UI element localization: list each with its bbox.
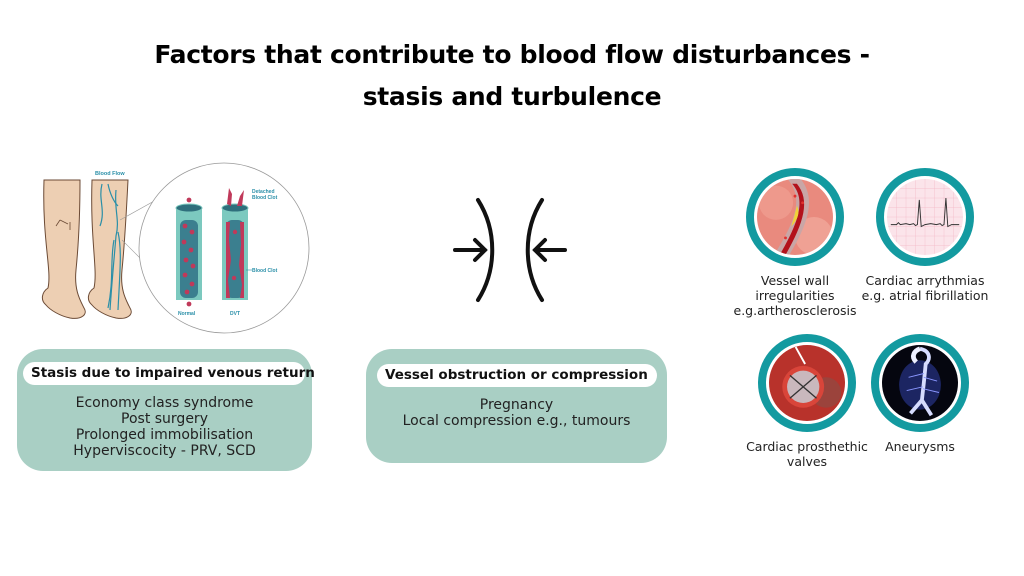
atherosclerosis-caption: Vessel wall irregularities e.g.artherosc… — [725, 273, 865, 318]
veins — [99, 183, 121, 311]
dvt-illustration: Blood Flow Detached Blood Clot Blood Clo… — [41, 162, 310, 334]
blood-clot-label: Blood Clot — [252, 268, 278, 274]
aneurysm-caption: Aneurysms — [850, 439, 990, 454]
detached-clot-label-2: Blood Clot — [252, 195, 278, 201]
caption-line: irregularities — [755, 288, 835, 303]
title-line-2: stasis and turbulence — [362, 82, 662, 111]
caption-line: Aneurysms — [885, 439, 955, 454]
turbulence-item-arrhythmia: Cardiac arrythmias e.g. atrial fibrillat… — [855, 168, 995, 303]
turbulence-item-prosthetic-valve: Cardiac prosthethic valves — [737, 334, 877, 469]
prosthetic-valve-image — [758, 334, 856, 432]
page-title: Factors that contribute to blood flow di… — [0, 34, 1024, 118]
dvt-label: DVT — [230, 311, 240, 317]
obstruction-card-list: Pregnancy Local compression e.g., tumour… — [366, 397, 667, 429]
turbulence-item-aneurysm: Aneurysms — [850, 334, 990, 454]
stasis-card-list: Economy class syndrome Post surgery Prol… — [17, 395, 312, 459]
list-item: Prolonged immobilisation — [75, 427, 254, 443]
list-item: Pregnancy — [479, 397, 554, 413]
arrhythmia-caption: Cardiac arrythmias e.g. atrial fibrillat… — [855, 273, 995, 303]
compression-icon — [453, 198, 567, 302]
obstruction-card: Vessel obstruction or compression Pregna… — [366, 349, 667, 463]
blood-flow-label: Blood Flow — [95, 171, 125, 177]
prosthetic-valve-caption: Cardiac prosthethic valves — [737, 439, 877, 469]
caption-line: Vessel wall — [760, 273, 830, 288]
normal-label: Normal — [178, 311, 196, 317]
ecg-image — [876, 168, 974, 266]
angiogram-image — [871, 334, 969, 432]
dvt-vessel — [221, 188, 249, 300]
normal-vessel — [175, 197, 203, 307]
caption-line: Cardiac prosthethic — [746, 439, 868, 454]
right-leg — [87, 179, 132, 319]
caption-line: valves — [786, 454, 828, 469]
caption-line: Cardiac arrythmias — [865, 273, 985, 288]
left-leg — [41, 179, 86, 319]
atherosclerosis-image — [746, 168, 844, 266]
obstruction-card-heading: Vessel obstruction or compression — [377, 364, 657, 387]
list-item: Post surgery — [121, 411, 208, 427]
list-item: Local compression e.g., tumours — [402, 413, 631, 429]
turbulence-item-atherosclerosis: Vessel wall irregularities e.g.artherosc… — [725, 168, 865, 318]
list-item: Hyperviscocity - PRV, SCD — [73, 443, 256, 459]
detached-clot-label-1: Detached — [252, 189, 275, 195]
caption-line: e.g. atrial fibrillation — [861, 288, 989, 303]
stasis-card-heading: Stasis due to impaired venous return — [23, 362, 315, 385]
title-line-1: Factors that contribute to blood flow di… — [154, 40, 870, 69]
stasis-card: Stasis due to impaired venous return Eco… — [17, 349, 315, 471]
caption-line: e.g.artherosclerosis — [733, 303, 857, 318]
list-item: Economy class syndrome — [75, 395, 254, 411]
